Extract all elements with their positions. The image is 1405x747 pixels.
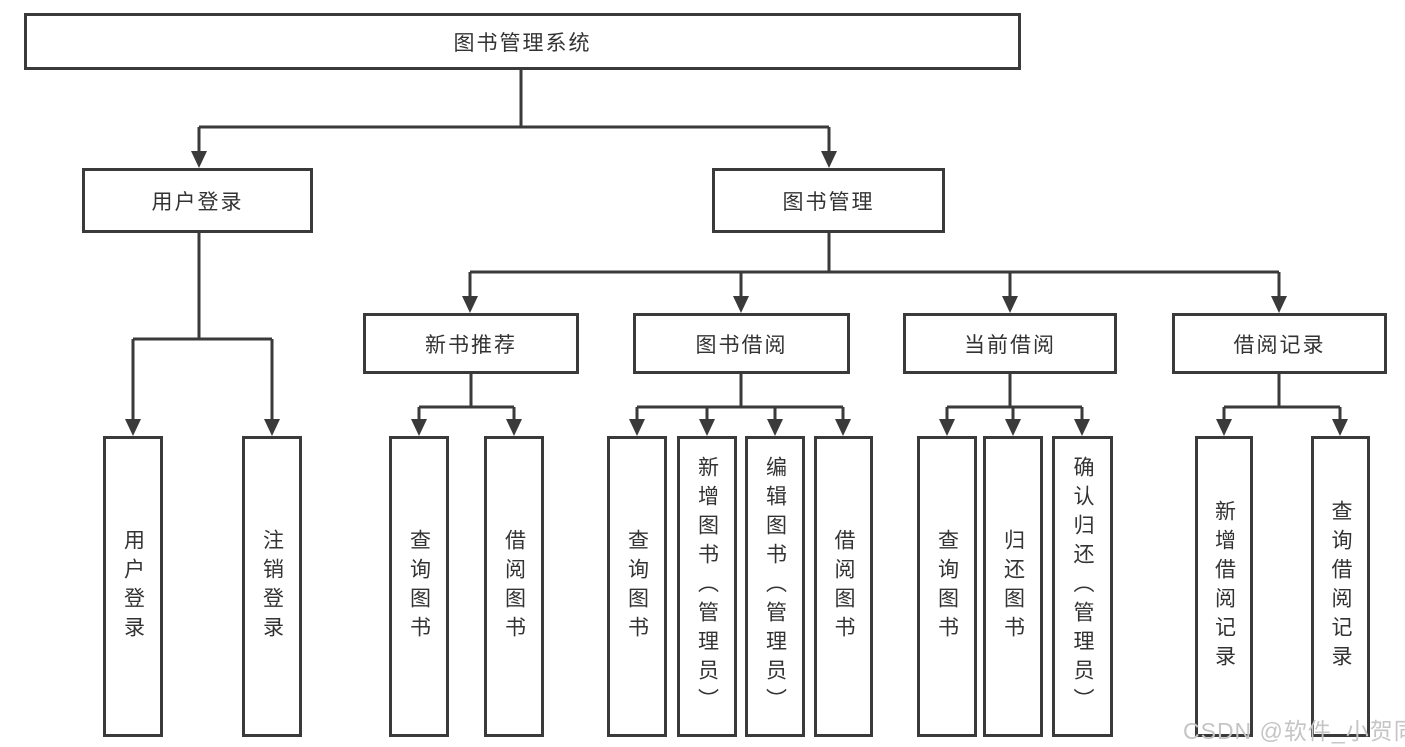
leaf-query-books: 查询图书: [607, 436, 667, 737]
node-book-management: 图书管理: [712, 168, 945, 233]
node-label: 借阅图书: [832, 528, 855, 645]
node-label: 用户登录: [151, 190, 244, 214]
node-label: 新增图书（管理员）: [695, 456, 719, 717]
leaf-logout: 注销登录: [242, 436, 302, 737]
leaf-confirm-return-admin: 确认归还（管理员）: [1052, 436, 1113, 737]
leaf-borrow-books: 借阅图书: [814, 436, 873, 737]
leaf-query-books: 查询图书: [389, 436, 449, 737]
node-label: 图书管理: [782, 190, 875, 214]
node-borrowing-records: 借阅记录: [1172, 313, 1387, 374]
node-label: 编辑图书（管理员）: [763, 456, 787, 717]
node-label: 查询图书: [935, 528, 959, 645]
leaf-query-books: 查询图书: [917, 436, 977, 737]
leaf-edit-books-admin: 编辑图书（管理员）: [745, 436, 805, 737]
watermark-text: CSDN @软件_小贺同学: [1183, 718, 1405, 744]
node-label: 查询借阅记录: [1329, 499, 1352, 674]
node-library-system: 图书管理系统: [24, 13, 1021, 70]
node-label: 用户登录: [121, 528, 145, 645]
leaf-add-borrow-record: 新增借阅记录: [1195, 436, 1253, 737]
node-label: 图书借阅: [695, 333, 788, 357]
node-label: 借阅图书: [502, 528, 526, 645]
node-label: 确认归还（管理员）: [1071, 456, 1094, 717]
leaf-add-books-admin: 新增图书（管理员）: [677, 436, 737, 737]
node-label: 归还图书: [1001, 528, 1025, 645]
leaf-return-books: 归还图书: [983, 436, 1043, 737]
node-user-login: 用户登录: [82, 168, 313, 233]
node-label: 新增借阅记录: [1212, 499, 1236, 674]
node-label: 查询图书: [625, 528, 649, 645]
node-label: 查询图书: [407, 528, 431, 645]
node-label: 新书推荐: [425, 333, 517, 357]
node-current-borrowing: 当前借阅: [903, 313, 1117, 374]
node-label: 借阅记录: [1233, 333, 1326, 357]
node-new-book-recommend: 新书推荐: [363, 313, 579, 374]
node-label: 当前借阅: [964, 333, 1056, 357]
leaf-query-borrow-record: 查询借阅记录: [1311, 436, 1370, 737]
leaf-user-login: 用户登录: [103, 436, 163, 737]
node-label: 注销登录: [260, 528, 284, 645]
node-label: 图书管理系统: [453, 31, 592, 55]
leaf-borrow-books: 借阅图书: [484, 436, 544, 737]
node-book-borrowing: 图书借阅: [633, 313, 850, 374]
